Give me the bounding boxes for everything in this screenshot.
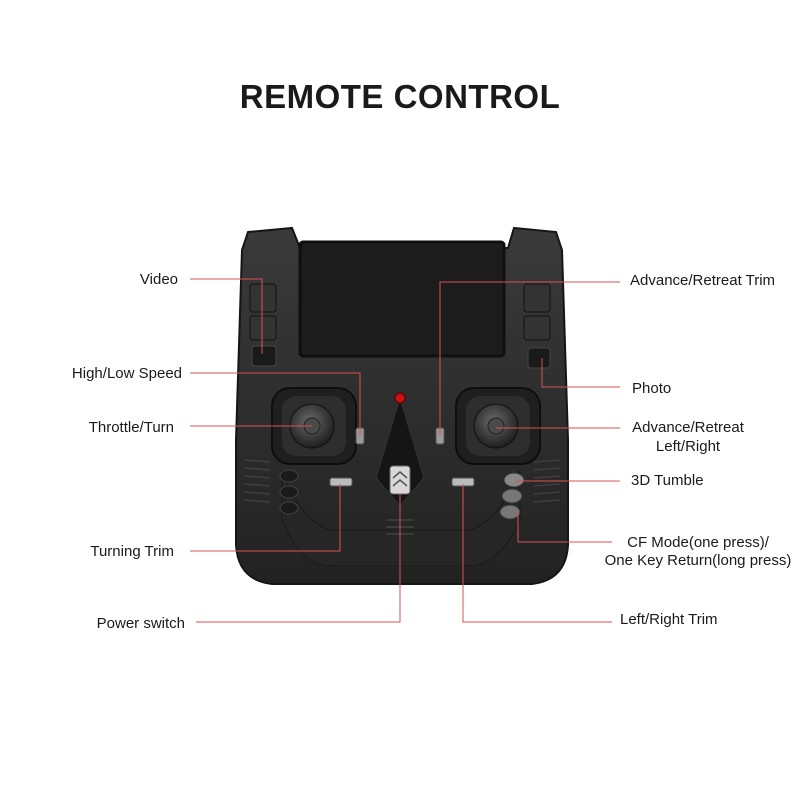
label-power-switch: Power switch (96, 615, 185, 632)
video-button[interactable] (251, 345, 277, 367)
power-led (394, 392, 406, 404)
label-left-right-trim: Left/Right Trim (620, 611, 718, 628)
right-shoulder-buttons (523, 283, 551, 341)
label-advance-retreat-trim: Advance/Retreat Trim (630, 272, 776, 289)
label-throttle-turn: Throttle/Turn (88, 419, 174, 436)
leader-lines (190, 278, 620, 623)
screen (298, 240, 506, 358)
right-joystick[interactable] (455, 387, 541, 465)
left-side-dots (279, 469, 299, 515)
page-title: REMOTE CONTROL (239, 78, 561, 115)
photo-button[interactable] (527, 347, 551, 369)
left-shoulder-buttons (249, 283, 277, 341)
label-photo: Photo (632, 380, 672, 397)
left-joystick[interactable] (271, 387, 357, 465)
cf-mode-button[interactable] (501, 488, 523, 504)
label-left-right: Left/Right (655, 438, 721, 455)
3d-tumble-button[interactable] (503, 472, 525, 488)
label-advance-retreat: Advance/Retreat (632, 419, 744, 436)
label-cf-mode: CF Mode(one press)/ (627, 534, 769, 551)
label-high-low-speed: High/Low Speed (71, 365, 182, 382)
turning-trim-button[interactable] (329, 477, 353, 487)
label-video: Video (139, 271, 178, 288)
label-turning-trim: Turning Trim (90, 543, 174, 560)
label-3d-tumble: 3D Tumble (631, 472, 704, 489)
one-key-return-button[interactable] (499, 504, 521, 520)
label-one-key-return: One Key Return(long press) (604, 552, 792, 569)
